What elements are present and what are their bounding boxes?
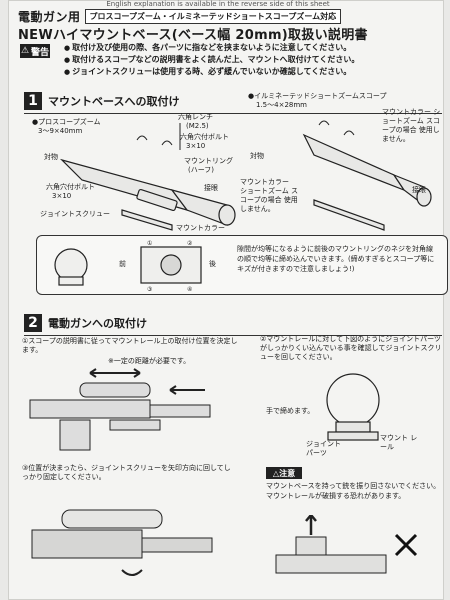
- page-title: NEWハイマウントベース(ベース幅 20mm)取扱い説明書: [18, 28, 368, 43]
- svg-text:②: ②: [187, 240, 193, 247]
- section-2-number: 2: [24, 314, 42, 332]
- collar-note-top: マウントカラー ショートズーム スコープの場合 使用しません。: [382, 108, 441, 143]
- step-3-text: ③位置が決まったら、ジョイントスクリューを矢印方向に回してしっかり固定してくださ…: [22, 464, 231, 481]
- front-label: 対物: [44, 153, 58, 161]
- section-1-title: マウントベースへの取付け: [48, 95, 180, 108]
- ring-tighten-diagram: ① ③ ② ④: [54, 240, 202, 293]
- tighten-by-hand: 手で締めます。: [266, 407, 315, 415]
- gun-rail-diagram: [29, 368, 211, 451]
- left-scope-spec: 3～9×40mm: [38, 127, 83, 135]
- bolt-bottom-spec: 3×10: [52, 192, 72, 200]
- section-1-number: 1: [24, 92, 42, 110]
- caution-diagram: [275, 515, 418, 574]
- right-scope-spec: 1.5～4×28mm: [256, 101, 307, 109]
- caution-text: マウントベースを持って銃を振り回さないでください。マウントレールが破損する恐れが…: [266, 482, 441, 500]
- joint-screw-label: ジョイントスクリュー: [40, 210, 110, 218]
- bolt-top-label: 六角穴付ボルト: [180, 133, 229, 141]
- svg-text:③: ③: [147, 286, 152, 293]
- warning-item: 取付けるスコープなどの説明書をよく読んだ上、マウントへ取付けてください。: [64, 54, 436, 66]
- section-2-header: 2 電動ガンへの取付け: [24, 312, 442, 336]
- section-1-header: 1 マウントベースへの取付け: [24, 90, 442, 114]
- title-row: 電動ガン用 プロスコープズーム・イルミネーテッドショートスコープズーム対応: [18, 8, 342, 24]
- warning-badge: ⚠ 警告: [20, 44, 50, 58]
- gun-scope-mounted-diagram: [31, 509, 213, 576]
- caution-badge: △注意: [266, 467, 302, 479]
- mount-collar-label: マウントカラー: [176, 224, 225, 232]
- step-1-text: ①スコープの説明書に従ってマウントレール上の取付け位置を決定します。: [22, 337, 238, 354]
- svg-text:④: ④: [187, 286, 192, 293]
- warning-label: 警告: [31, 47, 50, 58]
- pro-scope-diagram: [59, 123, 236, 231]
- tool-label: 六角レンチ: [178, 113, 213, 121]
- title-prefix: 電動ガン用: [18, 9, 81, 24]
- compat-box: プロスコープズーム・イルミネーテッドショートスコープズーム対応: [84, 8, 342, 24]
- warning-list: 取付け及び使用の際、各パーツに指などを挟まないように注意してください。 取付ける…: [64, 42, 436, 78]
- diagram-back: 後: [209, 260, 216, 268]
- left-scope-name: ●プロスコープズーム: [32, 118, 101, 126]
- front-label-2: 対物: [250, 152, 264, 160]
- svg-text:①: ①: [147, 240, 152, 247]
- tightening-tip-box: ① ③ ② ④ 前 後 隙間が均等になるように前後のマウントリングのネジを対角線の順…: [36, 235, 448, 295]
- right-scope-name: ●イルミネーテッドショートズームスコープ: [248, 92, 387, 100]
- bolt-bottom-label: 六角穴付ボルト: [46, 183, 95, 191]
- mount-rail-label: マウント レール: [380, 434, 418, 451]
- eyepiece-label-2: 接眼: [412, 186, 426, 194]
- instruction-sheet: English explanation is available in the …: [8, 0, 448, 600]
- warning-item: ジョイントスクリューは使用する時、必ず緩んでいないか確認してください。: [64, 66, 436, 78]
- diagram-front: 前: [119, 260, 126, 268]
- ring-label: マウントリング: [184, 157, 233, 165]
- section-2-title: 電動ガンへの取付け: [48, 317, 147, 330]
- joint-parts-diagram: [326, 373, 380, 441]
- top-banner: English explanation is available in the …: [106, 0, 330, 8]
- joint-parts-label: ジョイント パーツ: [306, 440, 341, 457]
- step-2-text: ②マウントレールに対して下図のようにジョイントパーツがしっかりくい込んでいる事を…: [260, 335, 442, 361]
- ring-spec: (ハーフ): [188, 166, 215, 174]
- collar-note-bottom: マウントカラー ショートズーム スコープの場合 使用しません。: [240, 178, 299, 213]
- short-scope-diagram: [302, 120, 432, 231]
- warning-icon: ⚠: [20, 46, 30, 56]
- bolt-top-spec: 3×10: [186, 142, 206, 150]
- tightening-tip-text: 隙間が均等になるように前後のマウントリングのネジを対角線の順で均等に締め込んでい…: [237, 245, 435, 273]
- tool-spec: (M2.5): [186, 122, 209, 130]
- distance-note: ※一定の距離が必要です。: [108, 357, 191, 365]
- eyepiece-label: 接眼: [204, 184, 218, 192]
- warning-item: 取付け及び使用の際、各パーツに指などを挟まないように注意してください。: [64, 42, 436, 54]
